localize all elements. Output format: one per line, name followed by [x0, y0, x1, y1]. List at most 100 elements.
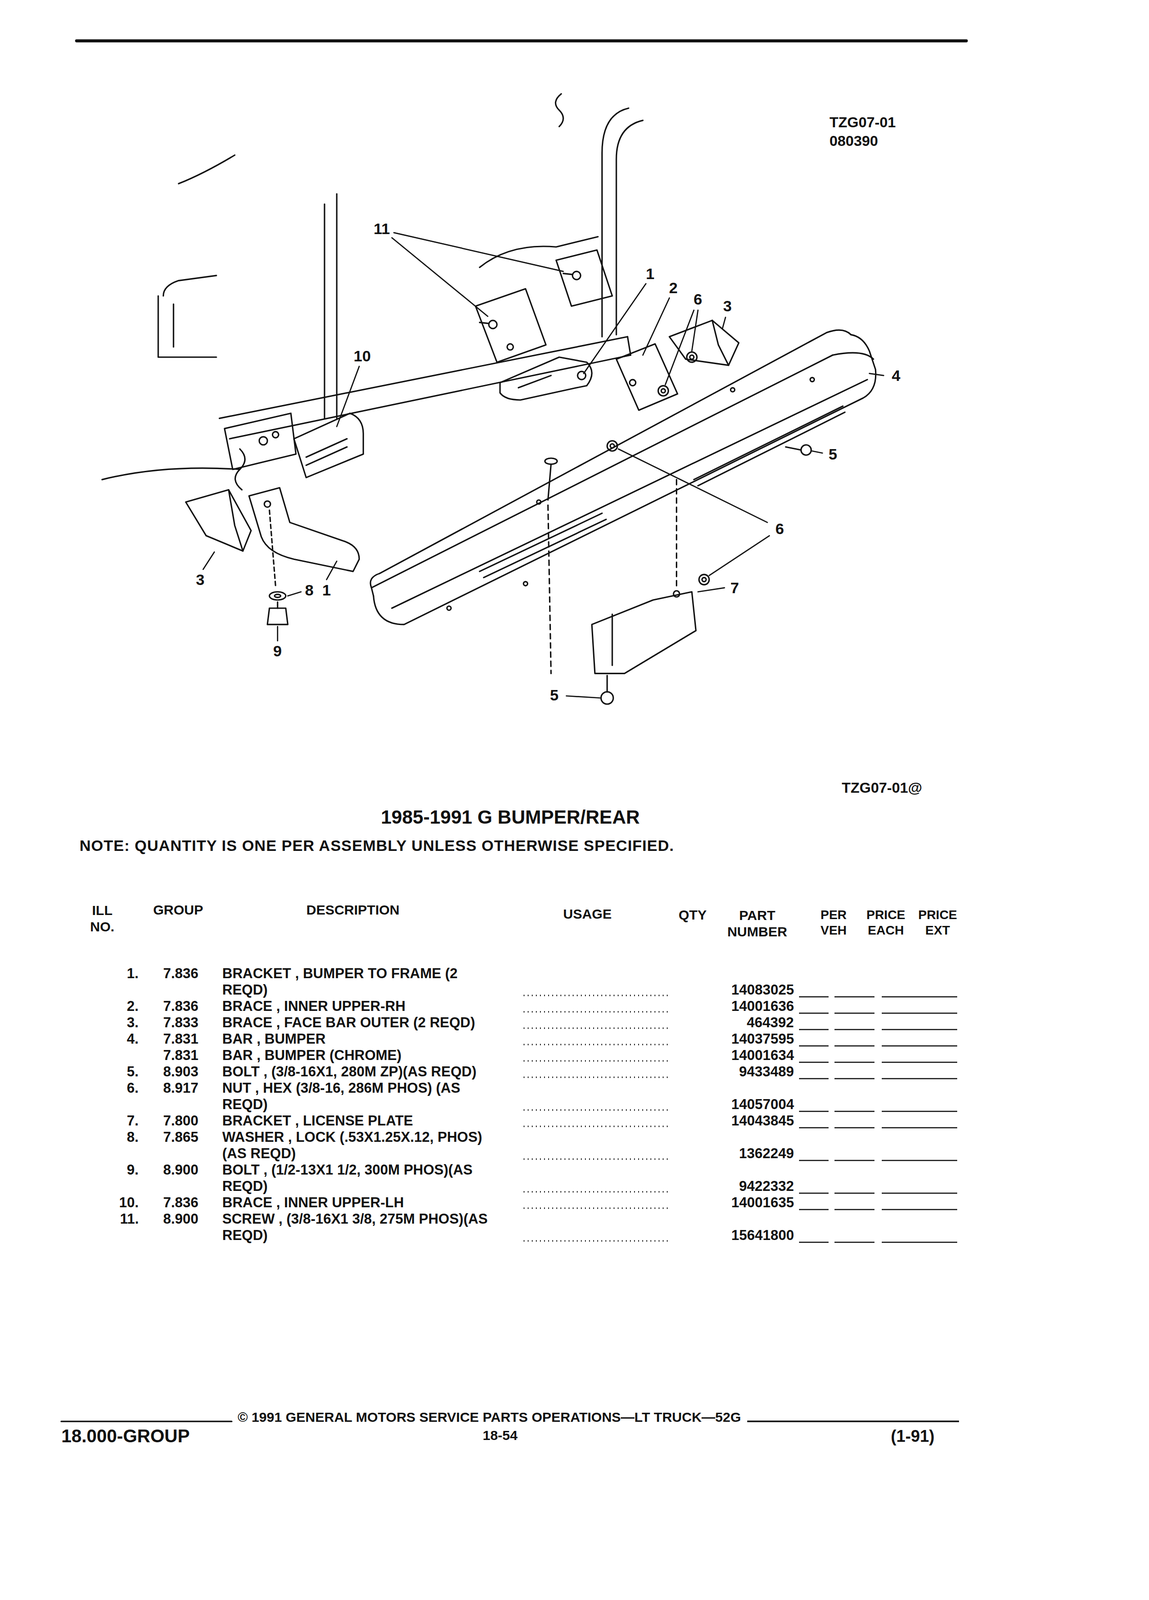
- bolts-5: [544, 444, 812, 705]
- column-header: PER VEH: [814, 907, 853, 939]
- figure-reference: TZG07-01@: [841, 779, 923, 797]
- column-header: PART NUMBER: [718, 907, 796, 940]
- copyright: © 1991 GENERAL MOTORS SERVICE PARTS OPER…: [237, 1409, 741, 1426]
- note: NOTE: QUANTITY IS ONE PER ASSEMBLY UNLES…: [79, 836, 675, 855]
- column-header: USAGE: [563, 906, 612, 923]
- item-number: 11.: [119, 1210, 139, 1228]
- blank-field: [881, 1029, 958, 1030]
- blank-field: [834, 1208, 875, 1210]
- blank-field: [799, 1078, 829, 1080]
- blank-field: [881, 1208, 958, 1210]
- item-number: 1.: [126, 965, 139, 982]
- dot-leader: [523, 1076, 669, 1079]
- blank-field: [799, 1045, 829, 1047]
- vehicle-body: [102, 94, 644, 490]
- part-description: NUT , HEX (3/8-16, 286M PHOS) (AS REQD): [222, 1079, 498, 1113]
- blank-field: [881, 996, 958, 998]
- footer-rule: [61, 1420, 232, 1422]
- dot-leader: [523, 1060, 669, 1062]
- part-description: SCREW , (3/8-16X1 3/8, 275M PHOS)(AS REQ…: [222, 1210, 498, 1244]
- callout-number: 5: [549, 686, 559, 705]
- column-header: QTY: [678, 907, 707, 924]
- leader-lines: [203, 232, 884, 699]
- blank-field: [834, 1078, 875, 1080]
- blank-field: [881, 1192, 958, 1194]
- part-number: 14083025: [731, 981, 795, 999]
- blank-field: [834, 1061, 875, 1063]
- callout-number: 3: [195, 570, 205, 589]
- revision-date: (1-91): [890, 1426, 935, 1446]
- callout-number: 2: [669, 279, 678, 297]
- blank-field: [799, 1159, 829, 1161]
- brace-3-lower: [185, 489, 252, 552]
- part-description: BAR , BUMPER: [222, 1030, 498, 1048]
- group-number: 7.836: [163, 1194, 199, 1211]
- column-header: PRICE EACH: [860, 907, 912, 939]
- dot-leader: [523, 1011, 669, 1013]
- dot-leader: [523, 1027, 669, 1030]
- part-description: BOLT , (1/2-13X1 1/2, 300M PHOS)(AS REQD…: [222, 1161, 498, 1195]
- page-number: 18-54: [482, 1427, 518, 1444]
- blank-field: [799, 1192, 829, 1194]
- part-number: 14057004: [731, 1096, 795, 1113]
- callout-number: 1: [322, 581, 331, 600]
- part-number: 1362249: [739, 1145, 795, 1162]
- part-number: 9422332: [739, 1178, 795, 1195]
- part-number: 14001634: [731, 1047, 795, 1064]
- item-number: 6.: [126, 1079, 139, 1097]
- dot-leader: [523, 1044, 669, 1046]
- blank-field: [881, 1127, 958, 1129]
- column-header: GROUP: [153, 902, 204, 919]
- top-rule: [76, 39, 967, 43]
- blank-field: [799, 1127, 829, 1129]
- item-number: 3.: [126, 1014, 139, 1031]
- group-number: 7.836: [163, 998, 199, 1015]
- blank-field: [881, 1012, 958, 1014]
- callout-number: 6: [693, 290, 703, 309]
- group-number: 7.833: [163, 1014, 199, 1031]
- part-description: WASHER , LOCK (.53X1.25X.12, PHOS)(AS RE…: [222, 1129, 498, 1162]
- column-header: ILL NO.: [84, 902, 121, 935]
- callout-number: 10: [353, 347, 371, 365]
- part-description: BRACKET , LICENSE PLATE: [222, 1112, 498, 1130]
- column-header: DESCRIPTION: [306, 902, 400, 919]
- callout-number: 6: [775, 519, 785, 538]
- group-code: 18.000-GROUP: [61, 1425, 190, 1447]
- blank-field: [881, 1159, 958, 1161]
- blank-field: [881, 1110, 958, 1112]
- part-description: BRACKET , BUMPER TO FRAME (2 REQD): [222, 965, 498, 999]
- part-number: 14043845: [731, 1112, 795, 1130]
- item-number: 9.: [126, 1161, 139, 1179]
- part-number: 14037595: [731, 1030, 795, 1048]
- callout-number: 7: [730, 579, 740, 597]
- item-number: 2.: [126, 998, 139, 1015]
- bracket-1-lower: [249, 487, 360, 625]
- figure-date: 080390: [829, 132, 879, 150]
- blank-field: [799, 1110, 829, 1112]
- callout-number: 1: [645, 264, 655, 283]
- bumper-bar: [370, 329, 876, 625]
- dot-leader: [523, 1191, 669, 1193]
- brace-3-upper: [669, 320, 740, 366]
- dot-leader: [523, 994, 669, 997]
- group-number: 8.900: [163, 1210, 199, 1228]
- blank-field: [834, 1045, 875, 1047]
- callout-number: 11: [373, 219, 390, 238]
- group-number: 8.900: [163, 1161, 199, 1179]
- group-number: 7.800: [163, 1112, 199, 1130]
- dot-leader: [523, 1109, 669, 1111]
- blank-field: [881, 1045, 958, 1047]
- part-description: BAR , BUMPER (CHROME): [222, 1047, 498, 1064]
- page-title: 1985-1991 G BUMPER/REAR: [380, 806, 640, 829]
- dot-leader: [523, 1125, 669, 1128]
- callout-number: 4: [891, 366, 901, 385]
- blank-field: [881, 1241, 958, 1243]
- part-number: 464392: [746, 1014, 794, 1031]
- blank-field: [834, 1159, 875, 1161]
- part-description: BRACE , INNER UPPER-RH: [222, 998, 498, 1015]
- figure-code: TZG07-01: [829, 114, 896, 131]
- blank-field: [799, 1241, 829, 1243]
- item-number: 8.: [126, 1129, 139, 1146]
